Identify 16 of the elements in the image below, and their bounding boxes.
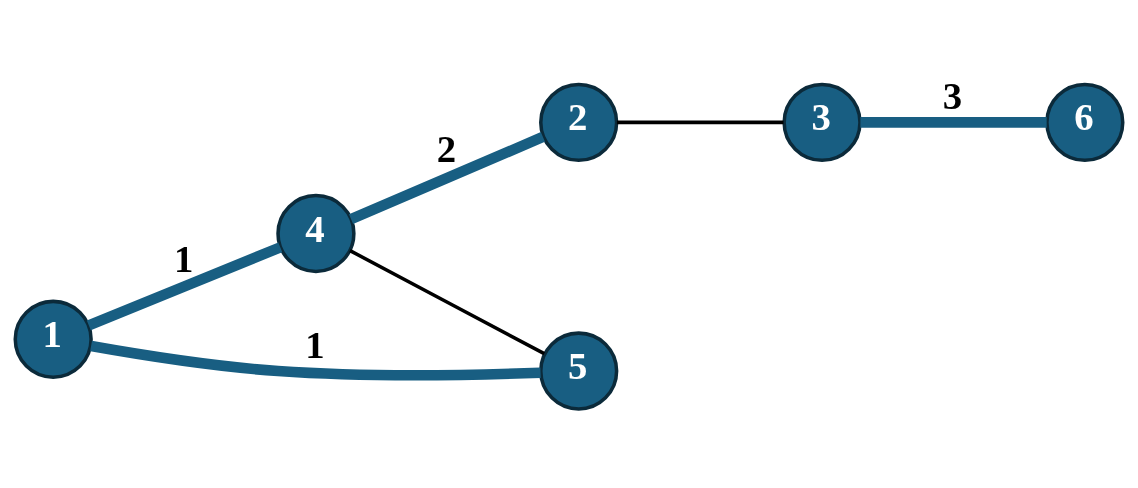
connector xyxy=(86,241,283,330)
connector xyxy=(348,131,545,224)
edge-label: 2 xyxy=(436,126,457,170)
edge-label: 1 xyxy=(305,322,325,366)
connector xyxy=(349,248,546,355)
node-circle: 3 xyxy=(782,82,862,162)
edge-label: 1 xyxy=(173,236,194,280)
node-circle: 1 xyxy=(13,299,93,379)
node-circle: 2 xyxy=(539,82,619,162)
node-circle: 4 xyxy=(276,193,356,273)
connector xyxy=(860,116,1047,128)
node-circle: 6 xyxy=(1045,82,1125,162)
node-circle: 5 xyxy=(539,330,619,411)
connector xyxy=(616,120,784,124)
connector xyxy=(90,340,541,380)
edge-label: 3 xyxy=(942,73,963,117)
